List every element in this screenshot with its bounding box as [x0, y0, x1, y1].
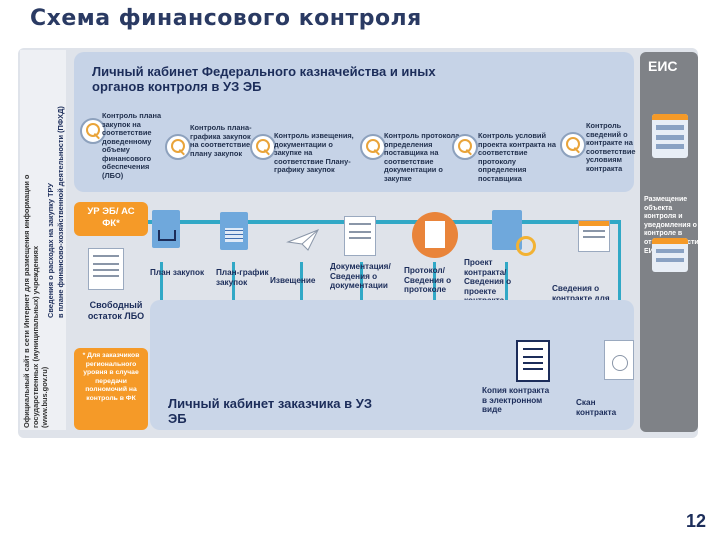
eis-title: ЕИС	[648, 58, 678, 74]
doc-label-plan: План закупок	[150, 268, 205, 277]
magnifier-icon	[452, 134, 478, 160]
control-text-5: Контроль условий проекта контракта на со…	[478, 131, 556, 183]
copy-contract-label: Копия контракта в электронном виде	[482, 386, 550, 414]
customer-cabinet-box	[150, 300, 634, 430]
magnifier-icon	[250, 134, 276, 160]
protocol-icon	[412, 212, 458, 258]
pfhd-line1: Сведения о расходах на закупку ТРУ	[46, 183, 55, 318]
connector-line	[360, 262, 363, 318]
browser-window-icon	[652, 114, 688, 158]
control-text-1: Контроль плана закупок на соответствие д…	[102, 111, 162, 180]
control-text-4: Контроль протокола определения поставщик…	[384, 131, 460, 183]
magnifier-icon	[80, 118, 106, 144]
schedule-document-icon	[220, 212, 248, 250]
magnifier-icon	[165, 134, 191, 160]
connector-line	[433, 262, 436, 318]
doc-label-documentation: Документация/ Сведения о документации	[330, 262, 391, 290]
magnifier-icon	[560, 132, 586, 158]
gear-icon	[516, 236, 536, 256]
regional-note-box: * Для заказчиков регионального уровня в …	[74, 348, 148, 430]
control-text-6: Контроль сведений о контракте на соответ…	[586, 121, 636, 173]
treasury-cabinet-box	[74, 52, 634, 192]
page-title: Схема финансового контроля	[30, 6, 422, 31]
regional-note-text: * Для заказчиков регионального уровня в …	[82, 352, 140, 402]
doc-label-protocol: Протокол/ Сведения о протоколе	[404, 266, 452, 294]
paper-plane-icon	[286, 228, 320, 252]
scan-contract-label: Скан контракта	[576, 398, 617, 417]
connector-line	[618, 220, 621, 320]
contract-info-icon	[578, 220, 610, 252]
doc-label-schedule: План-график закупок	[216, 268, 269, 287]
bus-site-line3: (www.bus.gov.ru)	[40, 366, 49, 428]
document-icon	[88, 248, 124, 290]
page-number: 12	[685, 511, 706, 531]
left-strip	[20, 50, 66, 430]
doc-label-contract-draft: Проект контракта/ Сведения о проекте кон…	[464, 258, 512, 305]
control-text-2: Контроль плана-графика закупок на соотве…	[190, 123, 252, 158]
scan-icon	[604, 340, 634, 380]
connector-line	[232, 262, 235, 318]
documentation-icon	[344, 216, 376, 256]
upper-bus-line	[148, 220, 618, 224]
free-balance-label: Свободный остаток ЛБО	[87, 300, 145, 321]
treasury-cabinet-title: Личный кабинет Федерального казначейства…	[92, 64, 436, 94]
control-text-3: Контроль извещения, документации о закуп…	[274, 131, 354, 174]
ur-eb-box: УР ЭБ/ АС ФК*	[74, 202, 148, 236]
cart-document-icon	[152, 210, 180, 248]
ur-eb-label: УР ЭБ/ АС ФК*	[87, 206, 135, 229]
pfhd-line2: в плане финансово-хозяйственной деятельн…	[56, 106, 65, 318]
customer-cabinet-title: Личный кабинет заказчика в УЗ ЭБ	[168, 396, 372, 426]
bus-site-line1: Официальный сайт в сети Интернет для раз…	[22, 174, 31, 428]
connector-line	[160, 262, 163, 318]
doc-label-notice: Извещение	[270, 276, 316, 285]
magnifier-icon	[360, 134, 386, 160]
contract-copy-icon	[516, 340, 550, 382]
connector-line	[505, 262, 508, 318]
browser-window-icon	[652, 238, 688, 272]
connector-line	[300, 262, 303, 318]
bus-site-line2: государственных (муниципальных) учрежден…	[31, 245, 40, 428]
